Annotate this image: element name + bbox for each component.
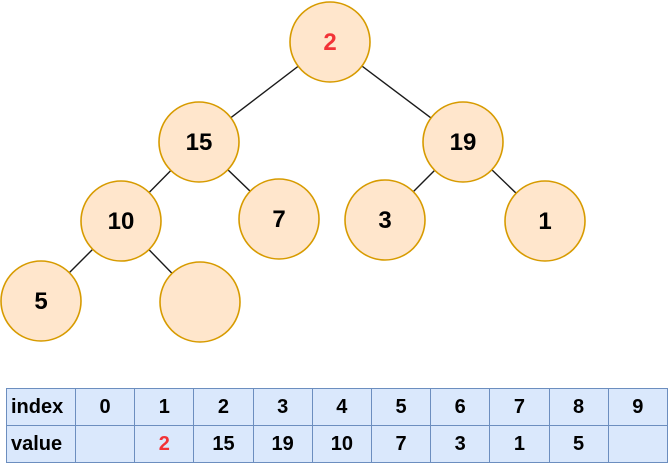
node-circle [238, 178, 320, 260]
index-cell-2: 2 [193, 388, 254, 426]
value-row-header: value [6, 425, 76, 463]
tree-nodes: 2 15 19 10 7 3 1 5 [0, 1, 586, 343]
node-value: 10 [108, 208, 135, 235]
index-cell-8: 8 [548, 388, 609, 426]
index-cell-3: 3 [252, 388, 313, 426]
tree-node-left-right: 7 [238, 178, 320, 260]
value-cell-4: 10 [311, 425, 372, 463]
node-value: 2 [323, 29, 336, 56]
node-circle [80, 180, 162, 262]
value-cell-6: 3 [430, 425, 491, 463]
tree-node-root: 2 [289, 1, 371, 83]
index-row-header: index [6, 388, 76, 426]
value-cell-0 [74, 425, 136, 463]
node-circle [159, 261, 241, 343]
node-value: 7 [272, 206, 285, 233]
index-cell-1: 1 [134, 388, 195, 426]
array-table: index 0 1 2 3 4 5 6 7 8 9 value 2 15 19 … [6, 388, 669, 463]
node-circle [422, 101, 504, 183]
node-circle [344, 179, 426, 261]
tree-node-right-right: 1 [504, 180, 586, 262]
node-circle [0, 260, 82, 342]
value-cell-1: 2 [134, 425, 195, 463]
tree-node-right: 19 [422, 101, 504, 183]
node-value: 19 [450, 129, 477, 156]
node-circle [158, 101, 240, 183]
value-cell-2: 15 [193, 425, 254, 463]
index-cell-0: 0 [74, 388, 136, 426]
tree-node-right-left: 3 [344, 179, 426, 261]
node-circle [289, 1, 371, 83]
tree-node-left-left: 10 [80, 180, 162, 262]
value-cell-9 [607, 425, 669, 463]
tree-node-left-left-right-empty [159, 261, 241, 343]
index-row: index 0 1 2 3 4 5 6 7 8 9 [6, 388, 669, 426]
index-cell-5: 5 [370, 388, 432, 426]
value-cell-7: 1 [489, 425, 550, 463]
index-cell-9: 9 [607, 388, 669, 426]
node-value: 3 [378, 207, 391, 234]
value-cell-5: 7 [370, 425, 432, 463]
node-value: 15 [186, 129, 213, 156]
index-cell-4: 4 [311, 388, 372, 426]
index-cell-6: 6 [430, 388, 491, 426]
index-cell-7: 7 [489, 388, 550, 426]
node-circle [504, 180, 586, 262]
node-value: 5 [34, 288, 47, 315]
node-value: 1 [538, 208, 551, 235]
binary-tree-diagram: 2 15 19 10 7 3 1 5 [0, 1, 586, 343]
value-row: value 2 15 19 10 7 3 1 5 [6, 425, 669, 463]
tree-node-left-left-left: 5 [0, 260, 82, 342]
value-cell-8: 5 [548, 425, 609, 463]
value-cell-3: 19 [252, 425, 313, 463]
tree-node-left: 15 [158, 101, 240, 183]
